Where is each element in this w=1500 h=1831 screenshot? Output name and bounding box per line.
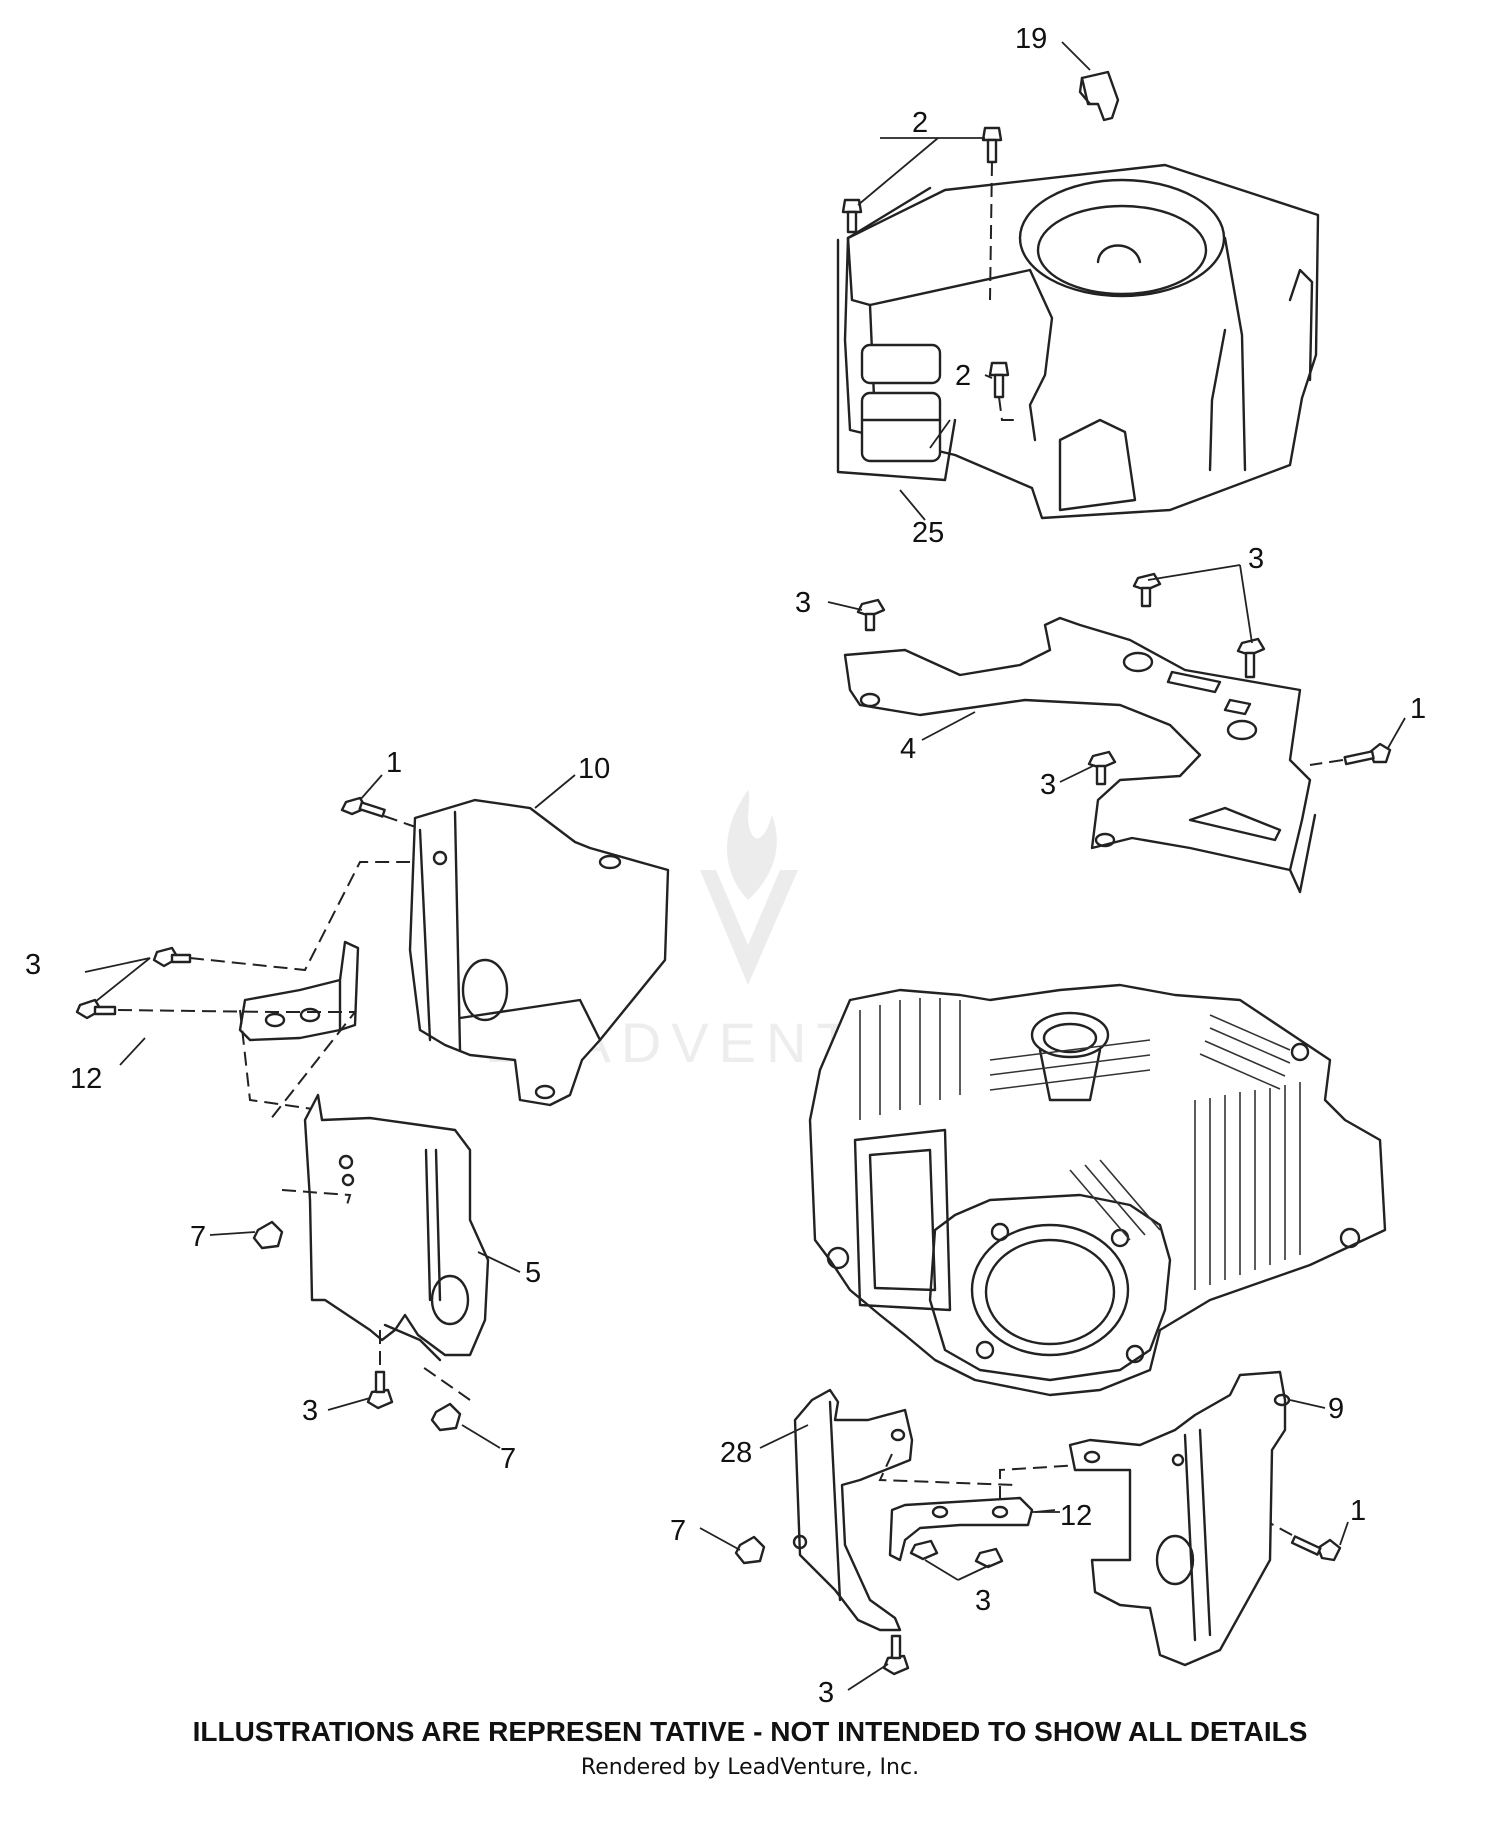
part-12-bracket-lower	[888, 1464, 1081, 1562]
callout-7-left: 7	[190, 1221, 206, 1253]
callout-3-bottom: 3	[818, 1677, 834, 1709]
part-2-screws	[841, 126, 1020, 421]
callout-7-shroud5: 7	[500, 1443, 516, 1475]
callout-4: 4	[900, 733, 916, 765]
callout-12-left: 12	[70, 1063, 102, 1095]
part-25-blower-housing	[836, 163, 1320, 520]
part-3-bolts-baffle	[856, 572, 1266, 786]
callout-9: 9	[1328, 1393, 1344, 1425]
callout-3-bracket: 3	[25, 949, 41, 981]
callout-3-baffle-left: 3	[795, 587, 811, 619]
callout-1-lower: 1	[1350, 1495, 1366, 1527]
callout-25: 25	[912, 517, 944, 549]
engine-block	[808, 983, 1387, 1397]
part-19-clip	[1078, 70, 1120, 122]
callout-1-shroud: 1	[386, 747, 402, 779]
part-10-cylinder-shroud	[408, 798, 670, 1107]
callout-28: 28	[720, 1437, 752, 1469]
part-5-cylinder-shroud	[281, 1093, 490, 1362]
part-7-nuts	[252, 1220, 766, 1565]
callout-7-lower: 7	[670, 1515, 686, 1547]
part-3-bolts-lower	[366, 1330, 1004, 1676]
cylinder-fins	[859, 998, 1301, 1290]
callout-3-baffle-lower: 3	[1040, 769, 1056, 801]
callout-3-shroud5: 3	[302, 1395, 318, 1427]
callout-1-baffle: 1	[1410, 693, 1426, 725]
callout-3-bracket-lower: 3	[975, 1585, 991, 1617]
callout-5: 5	[525, 1257, 541, 1289]
callout-2-top: 2	[912, 107, 928, 139]
callout-2-lower: 2	[955, 360, 971, 392]
callout-labels: 19 2 2 25 3 3 4 1 3 1 10 3 12 7 5 3 7 28…	[25, 23, 1426, 1709]
part-28-shroud	[792, 1388, 1016, 1632]
part-12-bracket-left	[75, 861, 410, 1121]
part-4-baffle	[843, 616, 1317, 894]
leader-lines	[84, 41, 1406, 1691]
callout-10: 10	[578, 753, 610, 785]
callout-19: 19	[1015, 23, 1047, 55]
disclaimer-text: ILLUSTRATIONS ARE REPRESEN TATIVE - NOT …	[192, 1716, 1308, 1747]
callout-3-baffle-right: 3	[1248, 543, 1264, 575]
rendered-by-credit: Rendered by LeadVenture, Inc.	[580, 1755, 920, 1780]
callout-12-lower: 12	[1060, 1500, 1092, 1532]
part-9-shroud	[1068, 1370, 1291, 1667]
